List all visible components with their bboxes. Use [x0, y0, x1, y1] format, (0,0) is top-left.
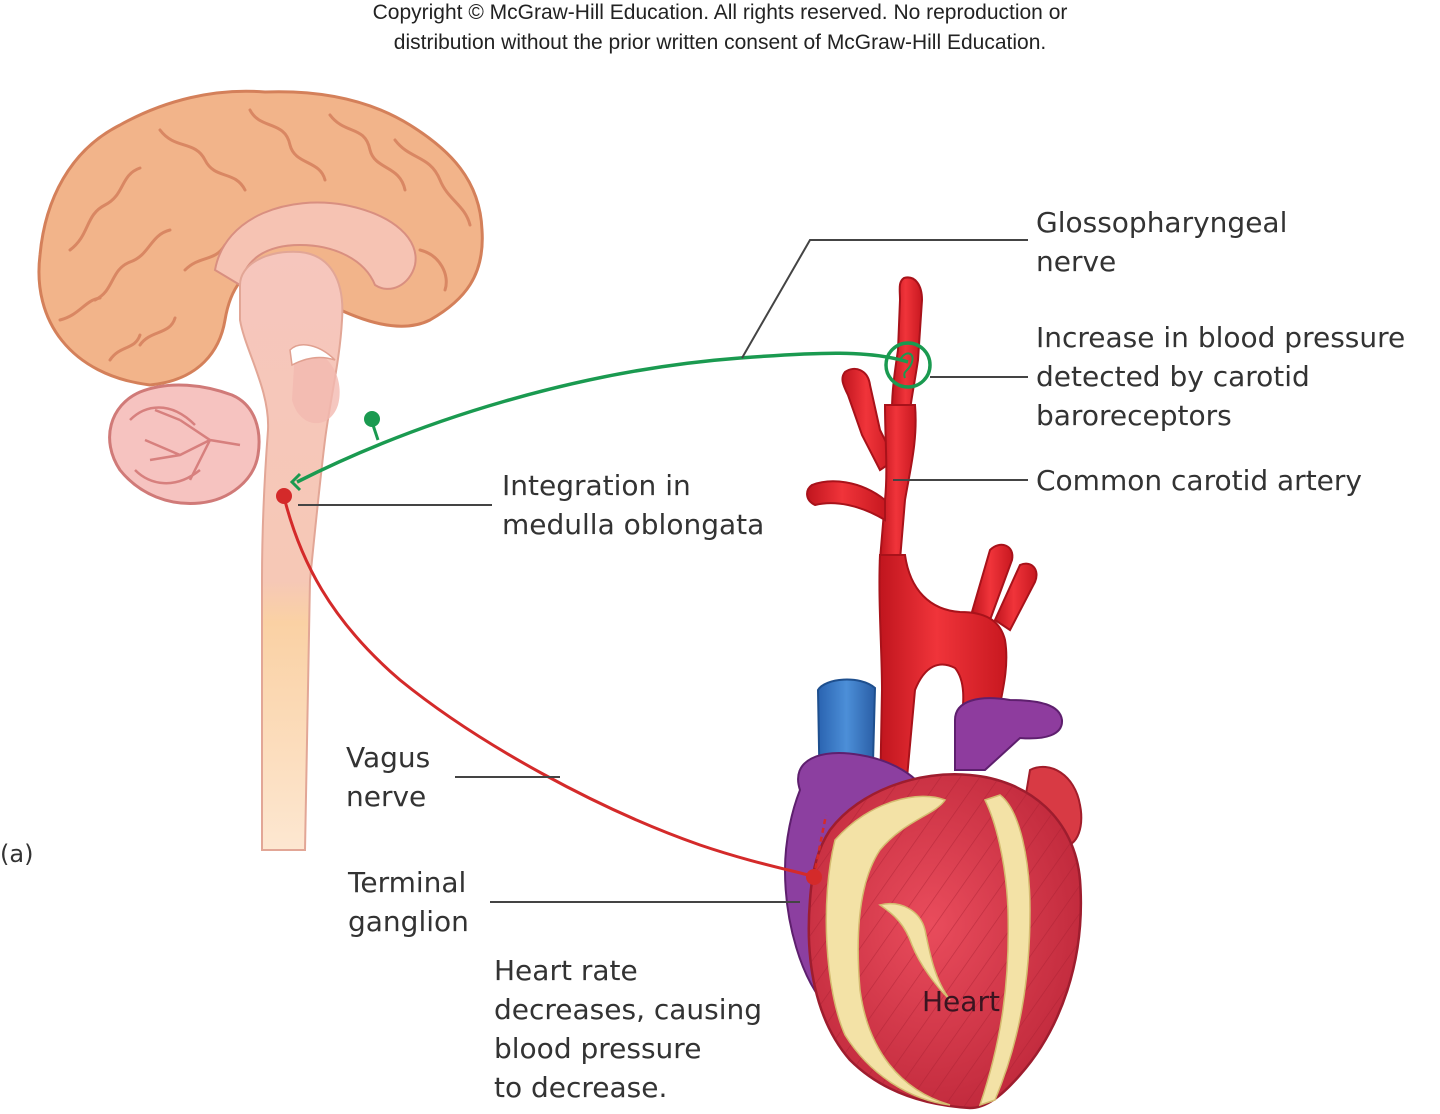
- postganglionic-fiber: [812, 814, 828, 878]
- cerebellum: [108, 383, 261, 505]
- brain: [37, 89, 484, 387]
- vagus-nerve-path: [282, 496, 813, 878]
- coronary-fat-band-anterior: [978, 794, 1031, 1107]
- label-integration-medulla: Integration in medulla oblongata: [502, 469, 765, 541]
- brainstem-spinal-cord: [239, 250, 344, 851]
- baroreceptor-endings: [899, 352, 914, 379]
- glossopharyngeal-nerve-path: [296, 351, 909, 484]
- fourth-ventricle: [289, 344, 336, 367]
- label-common-carotid-artery: Common carotid artery: [1036, 464, 1362, 497]
- heart: [783, 752, 1083, 1110]
- synapse-fork: [289, 472, 302, 492]
- leader-glossopharyngeal: [741, 239, 1028, 359]
- label-heart: Heart: [922, 985, 1000, 1018]
- panel-label: (a): [0, 840, 34, 868]
- medulla-neuron: [276, 488, 292, 504]
- corpus-callosum: [213, 201, 417, 290]
- pulmonary-trunk: [954, 697, 1064, 771]
- label-glossopharyngeal-nerve: Glossopharyngeal nerve: [1036, 206, 1288, 278]
- leader-lines: [298, 239, 1028, 903]
- copyright-line-1: Copyright © McGraw-Hill Education. All r…: [372, 1, 1068, 24]
- pons: [292, 349, 340, 424]
- coronary-fat-band-left: [825, 795, 951, 1106]
- label-heart-rate-decreases: Heart rate decreases, causing blood pres…: [494, 954, 763, 1104]
- label-vagus-nerve: Vagus nerve: [346, 741, 431, 813]
- label-baroreceptors: Increase in blood pressure detected by c…: [1036, 321, 1406, 432]
- copyright-line-2: distribution without the prior written c…: [393, 31, 1047, 54]
- carotid-baroreceptor-circle: [884, 341, 932, 389]
- sensory-ganglion-cell: [364, 411, 380, 427]
- label-terminal-ganglion: Terminal ganglion: [348, 866, 469, 938]
- coronary-fat-band-mid: [878, 903, 951, 1001]
- arbor-vitae: [129, 406, 241, 485]
